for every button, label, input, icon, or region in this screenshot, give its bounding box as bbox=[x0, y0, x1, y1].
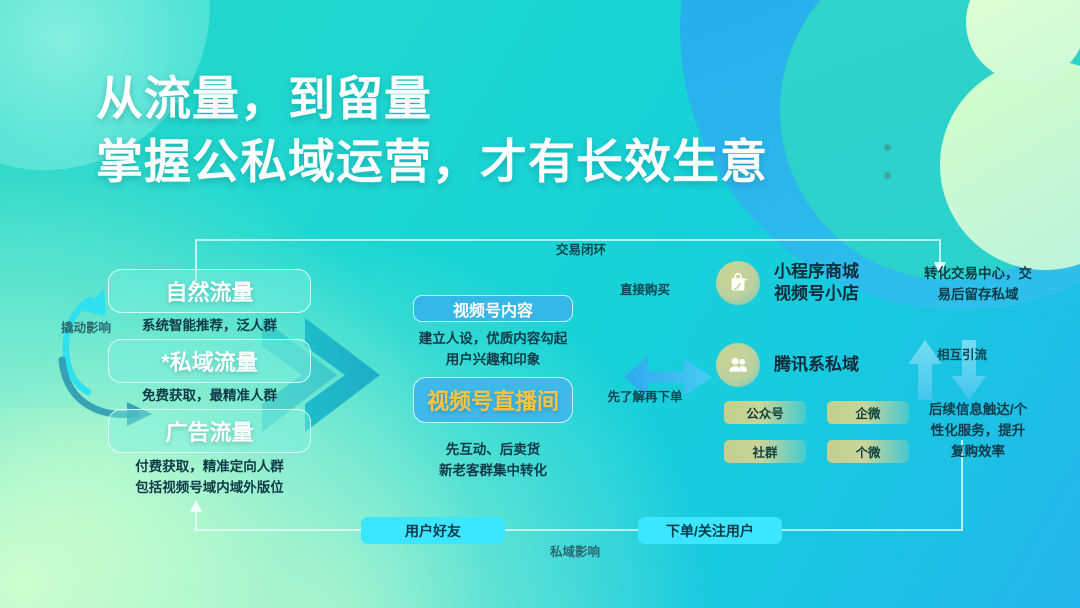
decor-dot-1 bbox=[884, 144, 891, 151]
caption-ad-traffic: 付费获取，精准定向人群 包括视频号域内域外版位 bbox=[135, 459, 284, 495]
flow-label-direct-buy: 直接购买 bbox=[619, 283, 670, 297]
box-private-traffic-label: *私域流量 bbox=[161, 350, 258, 375]
box-natural-traffic-label: 自然流量 bbox=[165, 280, 254, 305]
people-icon bbox=[716, 343, 760, 387]
title-line-2: 掌握公私域运营，才有长效生意 bbox=[96, 134, 768, 188]
decor-dot-2 bbox=[884, 172, 891, 179]
box-private-traffic[interactable]: *私域流量 bbox=[108, 339, 311, 383]
box-channel-content[interactable]: 视频号内容 bbox=[413, 295, 573, 322]
page-title: 从流量，到留量 掌握公私域运营，才有长效生意 bbox=[96, 68, 768, 194]
entity-tencent-private-domain-label: 腾讯系私域 bbox=[774, 354, 859, 374]
flow-label-trade-loop: 交易闭环 bbox=[555, 243, 606, 257]
caption-private-traffic: 免费获取，最精准人群 bbox=[142, 388, 277, 403]
tag-official-account[interactable]: 公众号 bbox=[724, 401, 806, 424]
tag-community-group[interactable]: 社群 bbox=[724, 440, 806, 463]
caption-tencent-private-domain: 后续信息触达/个 性化服务，提升 复购效率 bbox=[928, 402, 1028, 459]
title-line-1: 从流量，到留量 bbox=[96, 72, 432, 125]
flow-label-private-influence: 私域影响 bbox=[549, 545, 600, 559]
caption-channel-content: 建立人设，优质内容勾起 用户兴趣和印象 bbox=[418, 331, 568, 367]
tag-enterprise-wechat[interactable]: 企微 bbox=[827, 401, 909, 424]
shopping-bag-icon bbox=[716, 261, 760, 306]
box-ad-traffic-label: 广告流量 bbox=[165, 420, 254, 445]
box-channel-livestream[interactable]: 视频号直播间 bbox=[413, 377, 573, 423]
chip-order-follow-user[interactable]: 下单/关注用户 bbox=[638, 517, 782, 544]
chip-user-friends[interactable]: 用户好友 bbox=[361, 517, 505, 544]
caption-mini-program-shop: 转化交易中心，交 易后留存私域 bbox=[924, 266, 1032, 302]
box-ad-traffic[interactable]: 广告流量 bbox=[108, 409, 311, 453]
loop-label-left: 撬动影响 bbox=[60, 321, 111, 335]
tag-personal-wechat[interactable]: 个微 bbox=[827, 440, 909, 463]
caption-channel-livestream: 先互动、后卖货 新老客群集中转化 bbox=[439, 442, 547, 478]
caption-natural-traffic: 系统智能推荐，泛人群 bbox=[142, 318, 277, 333]
box-natural-traffic[interactable]: 自然流量 bbox=[108, 269, 311, 313]
flow-label-learn-first: 先了解再下单 bbox=[607, 390, 683, 404]
entity-mini-program-shop[interactable]: 小程序商城 视频号小店 bbox=[716, 261, 859, 306]
entity-tencent-private-domain[interactable]: 腾讯系私域 bbox=[716, 343, 859, 387]
box-channel-content-label: 视频号内容 bbox=[452, 302, 533, 320]
flow-label-mutual-drive: 相互引流 bbox=[936, 348, 987, 362]
entity-mini-program-shop-label: 小程序商城 视频号小店 bbox=[774, 262, 859, 304]
box-channel-livestream-label: 视频号直播间 bbox=[426, 389, 559, 414]
